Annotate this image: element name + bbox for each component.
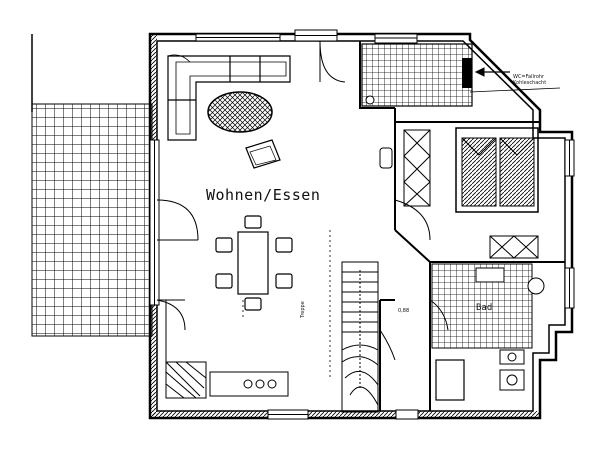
kitchen-counter	[165, 300, 289, 398]
dining-table	[215, 215, 293, 311]
terrace	[31, 103, 153, 337]
wardrobe	[379, 129, 431, 207]
double-bed	[455, 127, 539, 213]
room-label-living-dining: Wohnen/Essen	[206, 186, 321, 204]
corner-sofa	[167, 54, 291, 141]
windows	[149, 29, 575, 420]
bathroom	[431, 263, 545, 401]
wc-room	[361, 43, 473, 107]
wc-note-line2: Kohleschacht	[513, 80, 547, 86]
interior-walls	[359, 41, 565, 411]
armchair	[245, 139, 281, 169]
staircase	[341, 261, 379, 413]
note-arrow	[469, 67, 561, 93]
rug	[207, 91, 273, 133]
door-dimension: 0,88	[398, 308, 410, 314]
corner-stair	[165, 361, 207, 399]
dotted-axes	[242, 230, 331, 380]
nightstands	[489, 235, 539, 259]
wc-note-line1: WC=Fallrohr	[513, 74, 545, 80]
wc-note: WC=Fallrohr Kohleschacht	[513, 74, 546, 86]
room-label-bath: Bad	[476, 303, 493, 313]
stair-label: Treppe	[300, 301, 306, 318]
